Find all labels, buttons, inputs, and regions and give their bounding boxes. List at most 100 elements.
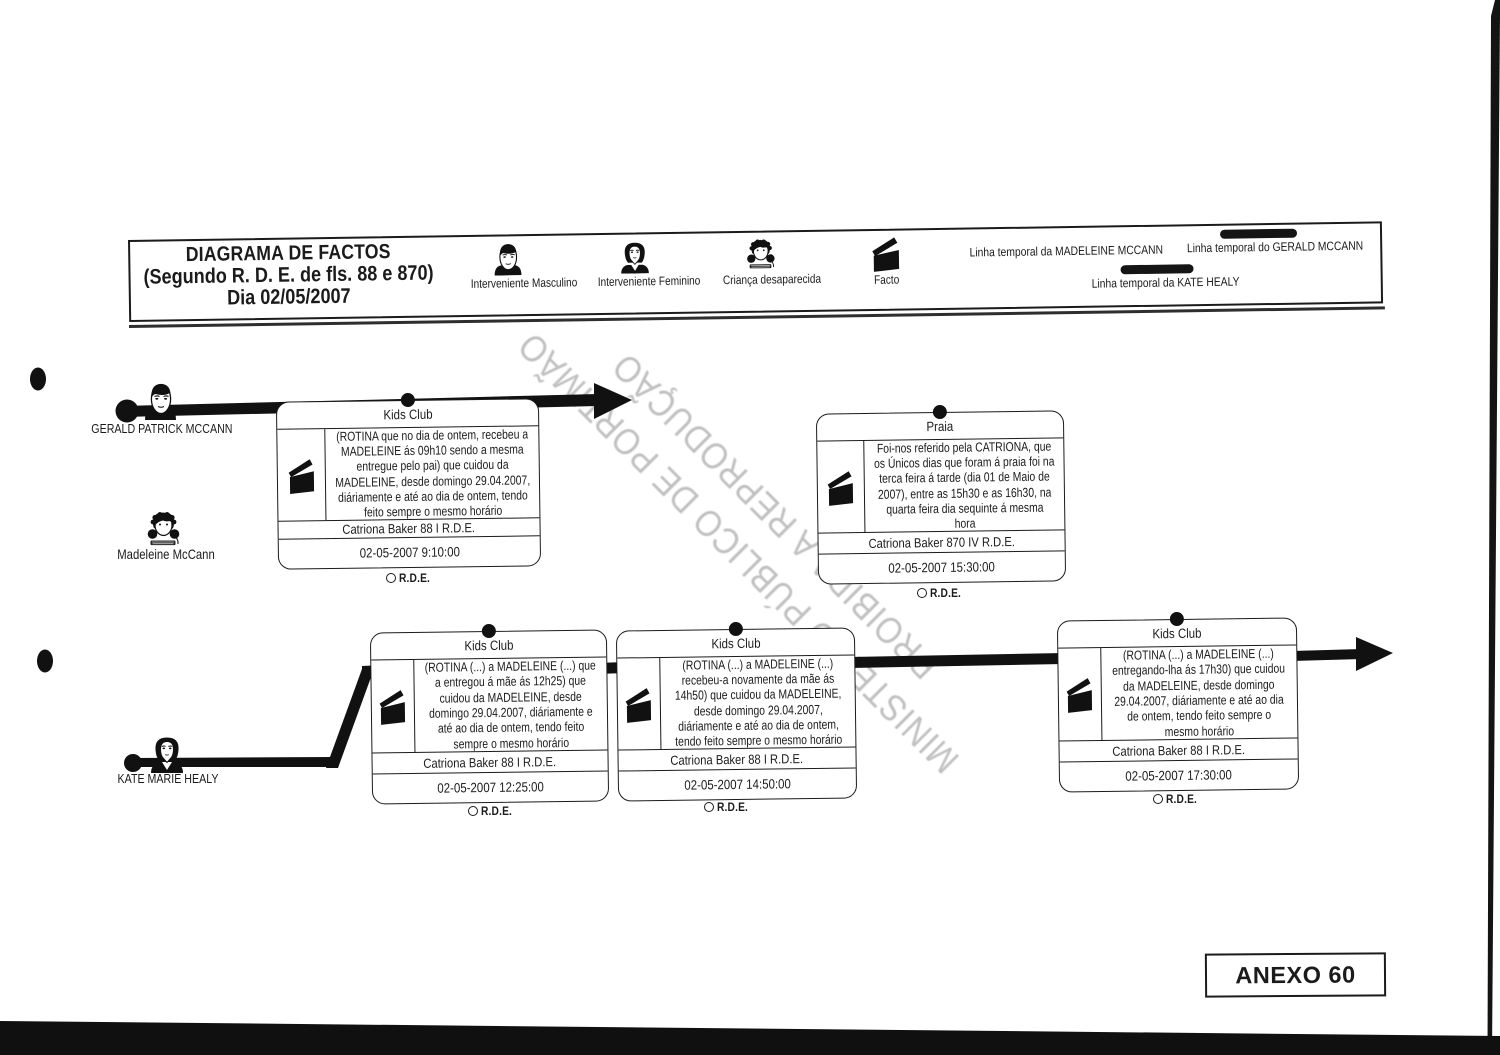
- event-box-kids-club-0910: Kids Club (ROTINA que no dia de ontem, r…: [275, 392, 542, 570]
- legend-fact: Facto: [846, 235, 927, 287]
- event-body: Foi-nos referido pela CATRIONA, que os Ú…: [864, 438, 1064, 532]
- rde-label: R.D.E.: [481, 804, 513, 818]
- event-body-text: (ROTINA (...) a MADELEINE (...) entregan…: [1112, 645, 1286, 739]
- rde-circle-icon: [917, 588, 927, 598]
- event-dot: [1169, 611, 1184, 627]
- event-source-text: Catriona Baker 870 IV R.D.E.: [868, 533, 1015, 551]
- event-body-text: Foi-nos referido pela CATRIONA, que os Ú…: [873, 438, 1055, 531]
- rde-marker: R.D.E.: [704, 800, 754, 814]
- fact-icon: [379, 690, 406, 725]
- rde-label: R.D.E.: [930, 586, 962, 600]
- scan-edge-right: [1487, 0, 1500, 1055]
- event-source-text: Catriona Baker 88 I R.D.E.: [1112, 741, 1246, 759]
- event-dot: [728, 621, 743, 637]
- header-title: DIAGRAMA DE FACTOS (Segundo R. D. E. de …: [142, 239, 435, 310]
- legend-fact-label: Facto: [873, 272, 900, 287]
- kate-timeline-line-3: [1292, 649, 1362, 661]
- event-body: (ROTINA que no dia de ontem, recebeu a M…: [325, 426, 539, 520]
- madeleine-label: Madeleine McCann: [117, 547, 215, 562]
- fact-icon: [872, 237, 900, 272]
- legend-timeline-kate: Linha temporal da KATE HEALY: [1091, 274, 1240, 291]
- legend-child-label: Criança desaparecida: [722, 271, 822, 288]
- event-body-text: (ROTINA (...) a MADELEINE (...) recebeu-…: [674, 655, 842, 749]
- event-source-text: Catriona Baker 88 I R.D.E.: [423, 753, 557, 771]
- event-time-text: 02-05-2007 12:25:00: [437, 779, 544, 796]
- event-box-kids-club-1450: Kids Club (ROTINA (...) a MADELEINE (...…: [615, 621, 858, 802]
- rde-marker: R.D.E.: [386, 571, 436, 585]
- header-box: DIAGRAMA DE FACTOS (Segundo R. D. E. de …: [128, 221, 1384, 322]
- anexo-label: ANEXO 60: [1235, 961, 1356, 988]
- event-icon-cell: [617, 657, 662, 750]
- event-time: 02-05-2007 17:30:00: [1060, 759, 1298, 791]
- event-icon-cell: [1058, 647, 1103, 741]
- event-time: 02-05-2007 12:25:00: [373, 771, 608, 803]
- kate-timeline-arrowhead: [1356, 637, 1393, 671]
- event-time: 02-05-2007 9:10:00: [279, 536, 540, 568]
- event-icon-cell: [371, 659, 416, 753]
- fact-icon: [625, 687, 652, 723]
- event-box-kids-club-1730: Kids Club (ROTINA (...) a MADELEINE (...…: [1056, 611, 1300, 793]
- event-body-text: (ROTINA que no dia de ontem, recebeu a M…: [334, 426, 530, 520]
- event-source-text: Catriona Baker 88 I R.D.E.: [342, 520, 476, 537]
- event-title-text: Kids Club: [710, 635, 761, 651]
- event-box-kids-club-1225: Kids Club (ROTINA (...) a MADELEINE (...…: [369, 623, 610, 805]
- rde-label: R.D.E.: [717, 800, 749, 814]
- event-icon-cell: [817, 440, 866, 533]
- event-time: 02-05-2007 15:30:00: [819, 551, 1065, 583]
- legend-male-label: Interveniente Masculino: [470, 275, 578, 291]
- hole-punch-top: [30, 367, 46, 391]
- event-title-text: Kids Club: [382, 406, 433, 422]
- event-dot: [932, 404, 947, 420]
- fact-icon: [288, 458, 314, 494]
- event-time-text: 02-05-2007 14:50:00: [684, 776, 791, 793]
- hole-punch-bottom: [37, 649, 53, 673]
- event-title-text: Kids Club: [463, 637, 514, 653]
- event-title-text: Kids Club: [1152, 625, 1202, 641]
- rde-marker: R.D.E.: [1153, 792, 1203, 806]
- event-time: 02-05-2007 14:50:00: [619, 768, 856, 800]
- event-title-text: Praia: [926, 418, 954, 434]
- event-main: Foi-nos referido pela CATRIONA, que os Ú…: [817, 438, 1065, 534]
- scan-edge-bottom: [0, 1021, 1500, 1055]
- rde-circle-icon: [386, 573, 396, 583]
- male-person-icon: [494, 244, 521, 276]
- event-time-text: 02-05-2007 15:30:00: [888, 559, 996, 576]
- legend-female: Interveniente Feminino: [589, 241, 701, 290]
- female-person-icon: [620, 242, 649, 274]
- fact-icon: [827, 470, 854, 506]
- event-body: (ROTINA (...) a MADELEINE (...) recebeu-…: [660, 655, 855, 749]
- legend-timeline-gerald: Linha temporal do GERALD MCCANN: [1186, 238, 1364, 256]
- event-main: (ROTINA (...) a MADELEINE (...) recebeu-…: [617, 655, 856, 751]
- legend-child: Criança desaparecida: [714, 238, 822, 288]
- kate-timeline-line-1: [133, 757, 332, 767]
- legend-female-label: Interveniente Feminino: [597, 273, 701, 290]
- event-icon-cell: [277, 429, 327, 521]
- event-body: (ROTINA (...) a MADELEINE (...) entregan…: [1101, 645, 1297, 740]
- header-title-line3: Dia 02/05/2007: [226, 284, 351, 310]
- event-time-text: 02-05-2007 17:30:00: [1125, 767, 1233, 784]
- rde-circle-icon: [704, 802, 714, 812]
- fact-icon: [1066, 678, 1093, 713]
- gerald-label: GERALD PATRICK MCCANN: [91, 421, 233, 436]
- event-main: (ROTINA que no dia de ontem, recebeu a M…: [277, 426, 540, 522]
- legend-kate-line-sample: [1120, 264, 1194, 275]
- event-body-text: (ROTINA (...) a MADELEINE (...) que a en…: [424, 657, 596, 752]
- gerald-person-icon: [145, 383, 176, 420]
- kate-person-icon: [151, 737, 183, 773]
- rde-label: R.D.E.: [399, 571, 431, 585]
- event-main: (ROTINA (...) a MADELEINE (...) que a en…: [371, 657, 608, 754]
- madeleine-person-icon: [147, 512, 180, 546]
- event-body: (ROTINA (...) a MADELEINE (...) que a en…: [414, 657, 607, 752]
- event-source-text: Catriona Baker 88 I R.D.E.: [670, 750, 804, 768]
- rde-circle-icon: [468, 806, 478, 816]
- rde-marker: R.D.E.: [917, 586, 967, 600]
- gerald-timeline-arrowhead: [594, 383, 632, 419]
- missing-child-icon: [746, 239, 775, 269]
- rde-marker: R.D.E.: [468, 804, 518, 818]
- kate-timeline-diagonal: [326, 669, 374, 768]
- rde-circle-icon: [1153, 794, 1163, 804]
- legend-timeline-madeleine: Linha temporal da MADELEINE MCCANN: [969, 242, 1164, 260]
- event-dot: [400, 392, 415, 408]
